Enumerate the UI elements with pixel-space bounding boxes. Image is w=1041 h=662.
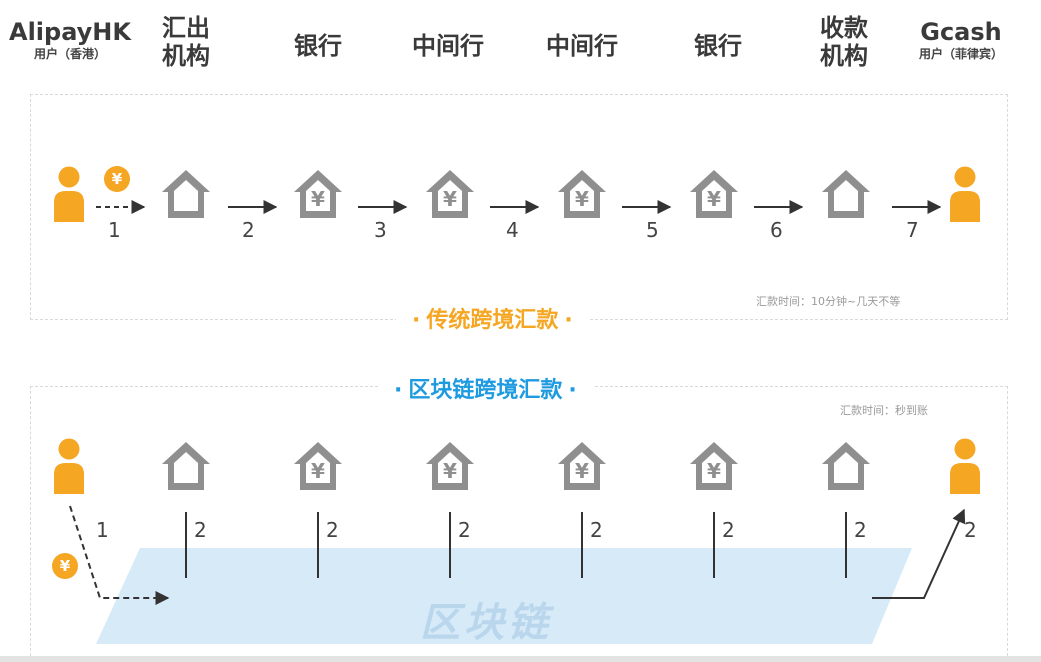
step-number: 2 bbox=[964, 518, 977, 542]
blockchain-watermark: 区块链 bbox=[420, 600, 552, 646]
arrow-icon bbox=[69, 505, 170, 605]
step-number: 2 bbox=[242, 218, 255, 242]
header-gcash: Gcash 用户（菲律宾） bbox=[893, 18, 1029, 62]
header-main: AlipayHK bbox=[9, 18, 131, 46]
header-bank-1: 银行 bbox=[278, 32, 358, 60]
traditional-title: ·传统跨境汇款· bbox=[396, 302, 589, 334]
step-number: 2 bbox=[590, 518, 603, 542]
step-number: 5 bbox=[646, 218, 659, 242]
step-number: 2 bbox=[854, 518, 867, 542]
step-number: 2 bbox=[458, 518, 471, 542]
header-alipayhk: AlipayHK 用户（香港） bbox=[6, 18, 134, 62]
arrow-icon bbox=[872, 508, 966, 599]
header-intermediary-1: 中间行 bbox=[398, 32, 498, 60]
step-number: 4 bbox=[506, 218, 519, 242]
step-number: 2 bbox=[326, 518, 339, 542]
header-main: 中间行 bbox=[546, 32, 618, 60]
title-dot: · bbox=[412, 308, 421, 333]
header-main: 银行 bbox=[694, 32, 742, 60]
header-main: 汇出 bbox=[162, 14, 210, 42]
step-number: 1 bbox=[108, 218, 121, 242]
step-number: 3 bbox=[374, 218, 387, 242]
header-main: 中间行 bbox=[412, 32, 484, 60]
step-number: 2 bbox=[194, 518, 207, 542]
header-intermediary-2: 中间行 bbox=[532, 32, 632, 60]
header-main: Gcash bbox=[920, 18, 1002, 46]
step-number: 2 bbox=[722, 518, 735, 542]
header-bank-2: 银行 bbox=[678, 32, 758, 60]
step-number: 1 bbox=[96, 518, 109, 542]
header-receiver: 收款 机构 bbox=[806, 14, 882, 70]
header-sub: 用户（香港） bbox=[33, 47, 106, 61]
title-dot: · bbox=[394, 378, 403, 403]
bottom-divider bbox=[0, 656, 1041, 662]
blockchain-title-text: 区块链跨境汇款 bbox=[408, 378, 563, 403]
header-main: 收款 bbox=[820, 14, 868, 42]
header-main-2: 机构 bbox=[162, 42, 210, 70]
header-main-2: 机构 bbox=[820, 42, 868, 70]
traditional-title-text: 传统跨境汇款 bbox=[426, 308, 559, 333]
header-remitter: 汇出 机构 bbox=[148, 14, 224, 70]
step-number: 7 bbox=[906, 218, 919, 242]
blockchain-time-note: 汇款时间：秒到账 bbox=[840, 404, 928, 417]
coin-icon: ¥ bbox=[104, 166, 130, 192]
header-sub: 用户（菲律宾） bbox=[918, 47, 1003, 61]
title-dot: · bbox=[568, 378, 577, 403]
blockchain-title: ·区块链跨境汇款· bbox=[378, 372, 593, 404]
header-main: 银行 bbox=[294, 32, 342, 60]
title-dot: · bbox=[564, 308, 573, 333]
step-number: 6 bbox=[770, 218, 783, 242]
traditional-time-note: 汇款时间：10分钟~几天不等 bbox=[756, 295, 901, 308]
coin-icon: ¥ bbox=[52, 553, 78, 579]
